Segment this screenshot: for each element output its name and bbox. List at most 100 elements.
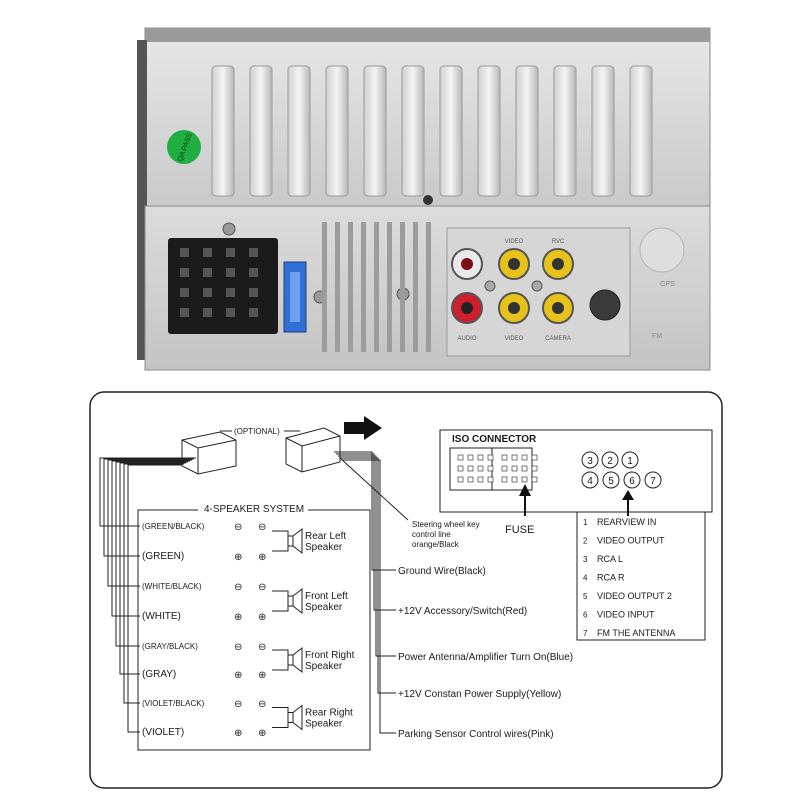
speaker-word: Speaker [305,602,343,613]
speaker-name: Front Left [305,591,348,602]
power-wire-labels: Ground Wire(Black) +12V Accessory/Switch(… [398,566,573,740]
terminal-sign: ⊖ [258,582,266,593]
iso-diagram-pin [477,476,484,483]
speaker-wire-label: (GRAY) [142,669,176,680]
screw-hole [423,195,433,205]
speaker-wire-bundle-line [111,460,190,617]
vent-slot [387,222,392,352]
iso-diagram-pin [521,476,528,483]
rca-jack-yellow-3-core [508,302,520,314]
iso-diagram-pin [521,465,528,472]
iso-diagram-pin [467,454,474,461]
iso-diagram-pin [531,476,538,483]
iso-connector-box [439,429,713,513]
speaker-wire-label: (WHITE/BLACK) [142,582,202,591]
speaker-title-bg [198,503,308,515]
speaker-wire-labels: (GREEN/BLACK)⊖⊖(GREEN)⊕⊕(WHITE/BLACK)⊖⊖(… [142,522,266,739]
speaker-magnet [287,654,294,666]
speaker-icon [292,587,303,615]
pin-table-text: RCA L [597,554,623,564]
gps-label: GPS [660,281,675,288]
direction-arrow [344,416,382,440]
iso-diagram-pin [521,454,528,461]
heat-sink-fin [439,65,463,197]
terminal-sign: ⊕ [258,670,266,681]
iso-pin-socket [203,268,212,277]
fm-antenna-port [589,289,621,321]
rca-label-video-2: VIDEO [505,336,524,342]
iso-diagram-pin [457,476,464,483]
rca-label-camera: CAMERA [545,336,571,342]
pin-table-number: 2 [583,537,588,546]
polarity-sign: ⊖ [234,699,242,710]
pin-table-number: 5 [583,592,588,601]
iso-connector-pins [180,248,258,317]
vent-slot [374,222,379,352]
qa-pass-sticker [167,130,201,164]
iso-pin-socket [203,288,212,297]
power-wire-label: +12V Accessory/Switch(Red) [398,606,527,617]
rca-label-rvc: RVC [552,239,565,245]
iso-diagram-pin [487,476,494,483]
vent-slot [426,222,431,352]
iso-pin-socket [203,308,212,317]
vent-slot [335,222,340,352]
vent-slot [413,222,418,352]
terminal-sign: ⊕ [258,728,266,739]
iso-diagram-pin [511,465,518,472]
rca-jack-white-core [461,258,473,270]
pin-circle-number: 7 [650,476,656,487]
speaker-wire-bundle-line [99,457,196,527]
speaker-icon [292,704,303,731]
iso-diagram-pin [467,476,474,483]
polarity-sign: ⊖ [234,642,242,653]
diagram-border [89,391,723,789]
polarity-sign: ⊖ [234,582,242,593]
power-wire-label: Ground Wire(Black) [398,566,486,577]
speaker-word: Speaker [305,719,343,730]
polarity-sign: ⊖ [234,522,242,533]
steering-label-line2: control line [412,530,451,539]
iso-diagram-pin [477,465,484,472]
speaker-name: Rear Right [305,708,353,719]
speaker-wire-label: (VIOLET/BLACK) [142,699,205,708]
speaker-name: Rear Left [305,531,346,542]
iso-diagram-pin [501,454,508,461]
pin-arrow [622,490,634,516]
speaker-name: Front Right [305,650,355,661]
gps-port-area [639,227,685,273]
speaker-lead [272,530,289,552]
power-wire-label: Parking Sensor Control wires(Pink) [398,729,554,740]
speaker-word: Speaker [305,661,343,672]
polarity-sign: ⊕ [234,670,242,681]
rca-jack-yellow-2-core [552,258,564,270]
speaker-wire-label: (VIOLET) [142,727,184,738]
iso-pin-socket [226,308,235,317]
speaker-wire-label: (WHITE) [142,611,181,622]
iso-diagram-pin [501,476,508,483]
iso-diagram-pin [531,465,538,472]
pin-circle-number: 3 [587,456,593,467]
pin-table-number: 4 [583,574,588,583]
pin-circle-number: 6 [629,476,635,487]
pin-table-number: 3 [583,555,588,564]
vent-slot [361,222,366,352]
steering-wire-line [339,457,409,521]
speaker-wire-bundle-line [127,464,182,733]
iso-pin-socket [226,248,235,257]
wire-bundles [99,451,409,734]
iso-diagram-pin [531,454,538,461]
heat-sink-fin [477,65,501,197]
right-harness-connector [285,427,341,473]
heat-sink-fin [363,65,387,197]
pin-circle [623,471,641,489]
iso-diagram-pin [487,465,494,472]
iso-diagram-pin [477,454,484,461]
speaker-lead [272,707,289,728]
pin-circle [602,471,620,489]
rca-jack-yellow-4-core [552,302,564,314]
fm-label: FM [652,333,662,340]
vent-slot [348,222,353,352]
pin-circle [581,471,599,489]
